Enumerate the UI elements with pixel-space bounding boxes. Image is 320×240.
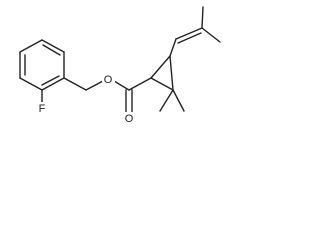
fluorine-atom: F bbox=[36, 102, 48, 115]
molecule-structure: F O O bbox=[19, 6, 221, 125]
o-carbonyl-bond bbox=[113, 80, 130, 91]
ring-double-bond-1 bbox=[42, 44, 61, 56]
carbonyl-oxygen-atom: O bbox=[122, 112, 136, 125]
methyl-bond-2 bbox=[159, 89, 174, 112]
carbonyl-oxygen-label: O bbox=[125, 113, 134, 125]
cyclopropane-bond-3 bbox=[150, 77, 174, 91]
ester-oxygen-label: O bbox=[104, 74, 113, 86]
vinyl-double-bond-b bbox=[177, 32, 202, 44]
ester-oxygen-atom: O bbox=[102, 73, 115, 86]
carbonyl-cyclopropane-bond bbox=[128, 77, 152, 91]
terminal-methyl-bond-1 bbox=[201, 27, 221, 43]
terminal-methyl-bond-2 bbox=[201, 6, 204, 29]
fluorine-label: F bbox=[39, 103, 46, 115]
vinyl-single-bond bbox=[169, 38, 177, 57]
ring-bond-6 bbox=[19, 39, 43, 53]
ring-bond-1 bbox=[41, 39, 65, 53]
ring-bond-4 bbox=[19, 77, 43, 91]
ring-double-bond-2 bbox=[41, 75, 60, 86]
ring-bond-3 bbox=[41, 77, 65, 91]
cyclopropane-bond-2 bbox=[169, 55, 174, 91]
fluorophenyl-ring bbox=[19, 39, 65, 91]
methyl-bond-1 bbox=[172, 89, 185, 112]
ch2-o-bond bbox=[85, 80, 104, 91]
cyclopropane-bond-1 bbox=[150, 55, 171, 79]
aryl-ch2-bond bbox=[63, 77, 87, 91]
vinyl-double-bond-a bbox=[175, 27, 203, 40]
cyclopropane-ring bbox=[150, 55, 174, 91]
